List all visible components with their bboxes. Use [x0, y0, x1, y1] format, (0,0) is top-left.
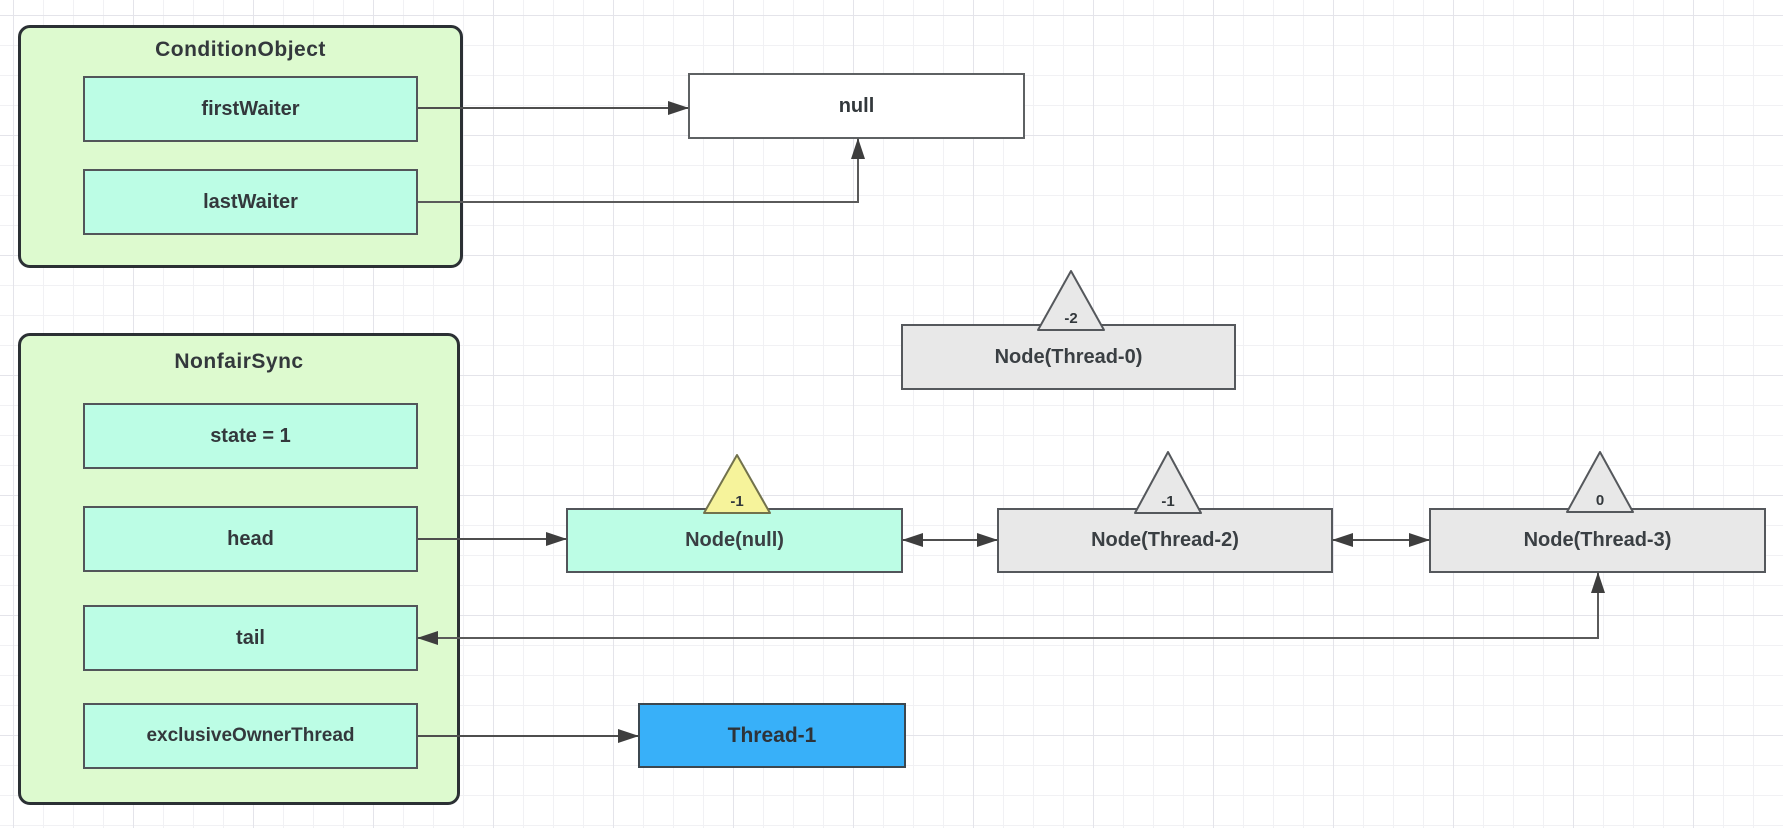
node-thread-0-label: Node(Thread-0)	[994, 345, 1143, 368]
triangle-icon	[703, 454, 771, 514]
field-exclusive-owner-thread-label: exclusiveOwnerThread	[146, 725, 355, 746]
field-last-waiter[interactable]: lastWaiter	[83, 169, 418, 235]
field-exclusive-owner-thread[interactable]: exclusiveOwnerThread	[83, 703, 418, 769]
wait-status-value: -2	[1064, 310, 1077, 327]
wait-status-value: -1	[1161, 493, 1174, 510]
nonfair-sync-title: NonfairSync	[174, 350, 304, 373]
node-thread-3[interactable]: Node(Thread-3)	[1429, 508, 1766, 573]
node-null-label: Node(null)	[685, 529, 784, 551]
field-first-waiter[interactable]: firstWaiter	[83, 76, 418, 142]
wait-status-triangle-node-thread-0[interactable]: -2	[1037, 270, 1105, 331]
field-state-label: state = 1	[210, 424, 291, 447]
triangle-icon	[1037, 270, 1105, 331]
node-thread-2[interactable]: Node(Thread-2)	[997, 508, 1333, 573]
field-head[interactable]: head	[83, 506, 418, 572]
wait-status-triangle-node-thread-3[interactable]: 0	[1566, 451, 1634, 513]
wait-status-value: 0	[1596, 492, 1604, 509]
condition-object-title: ConditionObject	[155, 38, 326, 61]
arrow-lastwaiter-to-null[interactable]	[418, 138, 865, 203]
wait-status-triangle-node-null[interactable]: -1	[703, 454, 771, 514]
thread-1-label: Thread-1	[727, 723, 817, 747]
field-last-waiter-label: lastWaiter	[203, 190, 298, 213]
node-thread-3-label: Node(Thread-3)	[1523, 529, 1672, 551]
thread-1-box[interactable]: Thread-1	[638, 703, 906, 768]
triangle-icon	[1134, 451, 1202, 514]
field-first-waiter-label: firstWaiter	[201, 97, 300, 120]
field-tail-label: tail	[236, 626, 265, 649]
field-head-label: head	[227, 527, 274, 550]
null-box-label: null	[838, 94, 875, 117]
node-thread-0[interactable]: Node(Thread-0)	[901, 324, 1236, 390]
wait-status-value: -1	[730, 493, 743, 510]
field-tail[interactable]: tail	[83, 605, 418, 671]
node-thread-2-label: Node(Thread-2)	[1091, 529, 1239, 551]
field-state[interactable]: state = 1	[83, 403, 418, 469]
arrow-tail-node-thread-3[interactable]	[417, 572, 1605, 645]
wait-status-triangle-node-thread-2[interactable]: -1	[1134, 451, 1202, 514]
triangle-icon	[1566, 451, 1634, 513]
